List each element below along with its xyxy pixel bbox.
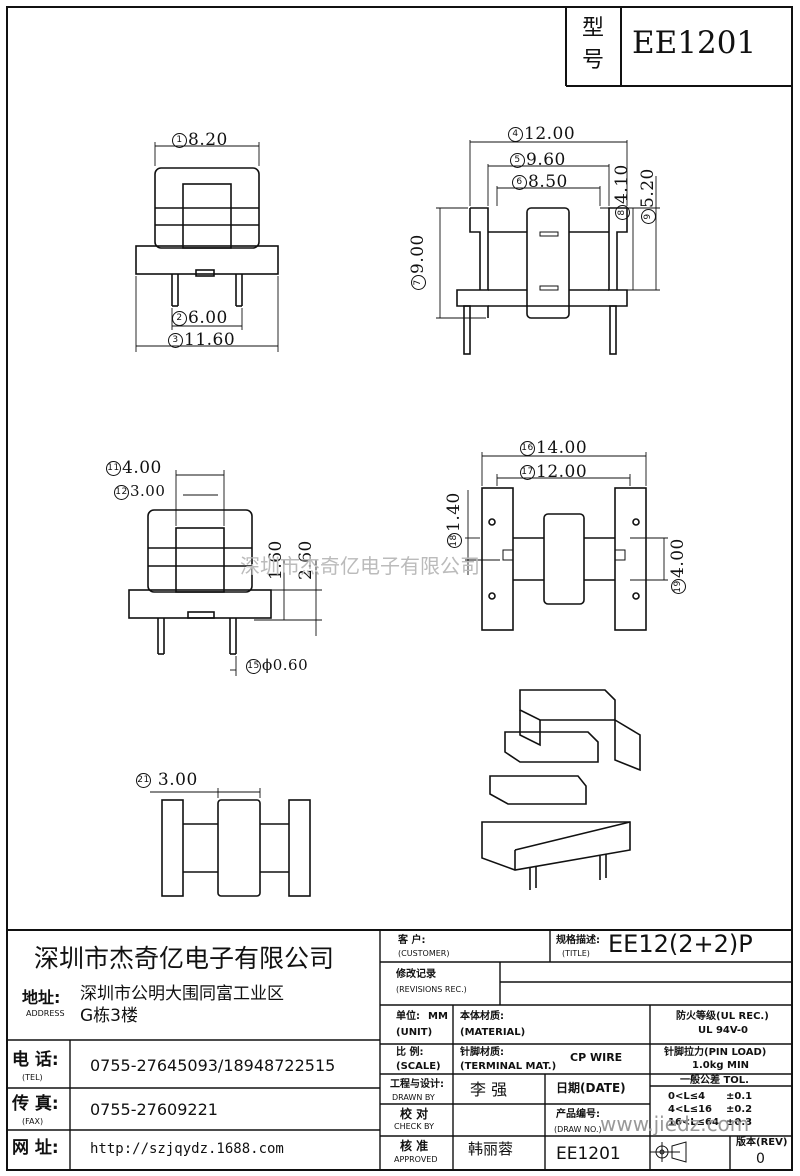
unit-label-en: (UNIT) xyxy=(396,1027,433,1038)
customer-label-en: (CUSTOMER) xyxy=(398,949,450,958)
check-label: 校 对 xyxy=(400,1107,429,1121)
address-label: 地址: xyxy=(22,988,61,1007)
material-label: 本体材质: xyxy=(460,1011,504,1022)
address-line2: G栋3楼 xyxy=(80,1006,138,1026)
projection-symbol-icon xyxy=(650,1141,687,1163)
drawn-value: 李 强 xyxy=(470,1080,508,1099)
tel-label: 电 话: xyxy=(12,1050,59,1070)
tol-2: 4<L≤16 xyxy=(668,1104,713,1115)
check-label-en: CHECK BY xyxy=(394,1122,434,1131)
title-label-en: (TITLE) xyxy=(562,949,590,958)
pin-load-value: 1.0kg MIN xyxy=(692,1060,750,1071)
drawing-no-label-en: (DRAW NO.) xyxy=(554,1125,602,1134)
terminal-label-en: (TERMINAL MAT.) xyxy=(460,1061,557,1072)
watermark: 深圳市杰奇亿电子有限公司 xyxy=(240,554,480,578)
rev-label: 版本(REV) xyxy=(736,1137,788,1148)
bottom-view xyxy=(481,487,647,631)
drawn-label: 工程与设计: xyxy=(390,1079,444,1090)
web-label: 网 址: xyxy=(12,1138,59,1158)
bottom-view-dims xyxy=(465,452,668,581)
model-value: EE1201 xyxy=(632,25,757,61)
revisions-label: 修改记录 xyxy=(396,969,436,980)
title-value: EE12(2+2)P xyxy=(608,930,753,958)
model-label-1: 型 xyxy=(582,16,605,41)
drawing-no-value: EE1201 xyxy=(556,1144,621,1164)
date-label: 日期(DATE) xyxy=(556,1081,626,1095)
top-view xyxy=(161,799,311,897)
drawing-no-label: 产品编号: xyxy=(556,1109,600,1120)
tol-1-value: ±0.1 xyxy=(726,1091,753,1102)
drawn-label-en: DRAWN BY xyxy=(392,1093,435,1102)
tel-label-en: (TEL) xyxy=(22,1073,43,1082)
approved-value: 韩丽蓉 xyxy=(468,1140,514,1158)
address-line1: 深圳市公明大围同富工业区 xyxy=(80,984,284,1004)
top-view-dims xyxy=(150,788,261,798)
dim-21: 21 3.00 xyxy=(136,770,198,790)
dim-19: 194.00 xyxy=(668,538,688,594)
address-label-en: ADDRESS xyxy=(26,1009,65,1018)
tel-value: 0755-27645093/18948722515 xyxy=(90,1056,336,1075)
front-view-1-dims xyxy=(135,142,279,352)
rev-value: 0 xyxy=(756,1151,765,1167)
fax-value: 0755-27609221 xyxy=(90,1100,218,1119)
tolerance-label: 一般公差 TOL. xyxy=(680,1075,749,1086)
unit-value: MM xyxy=(428,1011,448,1022)
dim-9: 95.20 xyxy=(638,168,658,224)
title-label: 规格描述: xyxy=(556,935,600,946)
fire-label: 防火等级(UL REC.) xyxy=(676,1011,769,1022)
footer-table xyxy=(7,929,792,1170)
model-label-2: 号 xyxy=(582,48,605,73)
terminal-value: CP WIRE xyxy=(570,1051,623,1064)
tol-3-value: ±0.3 xyxy=(726,1117,753,1128)
tol-3: 16<L≤64 xyxy=(668,1117,719,1128)
approved-label: 核 准 xyxy=(400,1139,429,1153)
material-label-en: (MATERIAL) xyxy=(460,1027,526,1038)
dim-7: 79.00 xyxy=(408,234,428,290)
web-value[interactable]: http://szjqydz.1688.com xyxy=(90,1141,284,1157)
dim-18: 181.40 xyxy=(444,492,464,548)
fax-label-en: (FAX) xyxy=(22,1117,44,1126)
approved-label-en: APPROVED xyxy=(394,1155,438,1164)
tol-1: 0<L≤4 xyxy=(668,1091,706,1102)
side-view-1 xyxy=(456,207,628,355)
scale-label-en: (SCALE) xyxy=(396,1061,441,1072)
fax-label: 传 真: xyxy=(12,1094,59,1114)
front-view-2 xyxy=(128,509,272,655)
front-view-2-dims xyxy=(175,470,322,676)
company-name: 深圳市杰奇亿电子有限公司 xyxy=(34,944,335,973)
dim-8: 84.10 xyxy=(612,164,632,220)
watermark-url: www.jiedz.com xyxy=(600,1112,750,1136)
pin-load-label: 针脚拉力(PIN LOAD) xyxy=(664,1047,767,1058)
unit-label: 单位: xyxy=(396,1011,420,1022)
front-view-1 xyxy=(135,167,279,307)
customer-label: 客 户: xyxy=(398,935,426,946)
isometric-view xyxy=(481,689,641,890)
drawing-frame xyxy=(6,6,793,1171)
scale-label: 比 例: xyxy=(396,1047,424,1058)
model-title-block xyxy=(565,7,792,87)
revisions-label-en: (REVISIONS REC.) xyxy=(396,985,467,994)
terminal-label: 针脚材质: xyxy=(460,1047,504,1058)
fire-value: UL 94V-0 xyxy=(698,1025,749,1036)
tol-2-value: ±0.2 xyxy=(726,1104,753,1115)
